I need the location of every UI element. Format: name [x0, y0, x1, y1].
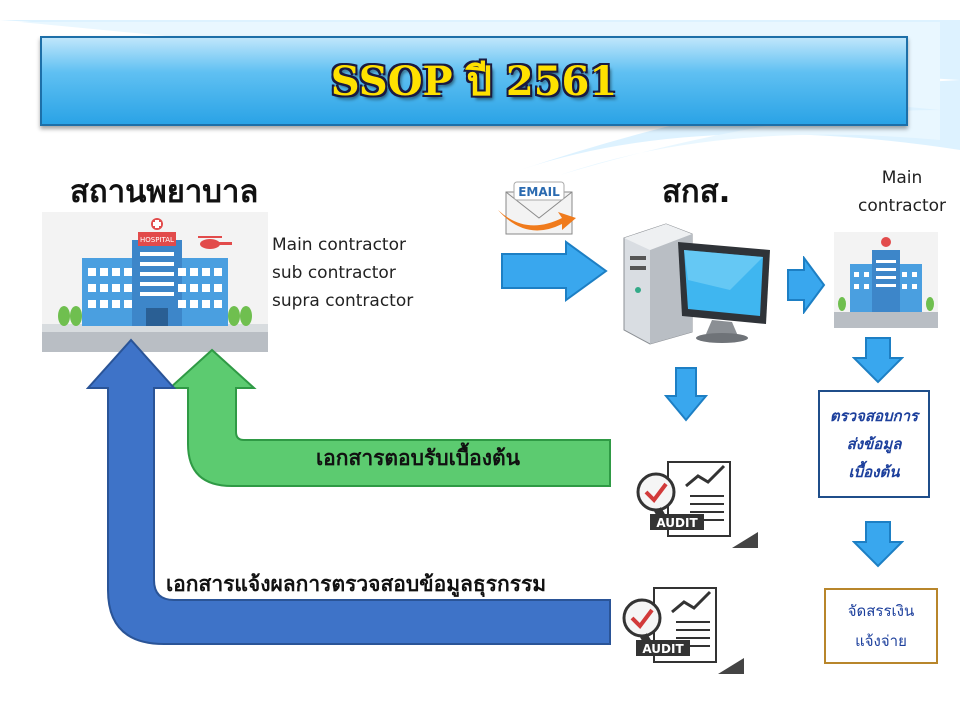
page-title: SSOP ปี 2561: [330, 58, 618, 105]
audit-label: AUDIT: [656, 516, 698, 530]
arrow-computer-down: [664, 367, 708, 422]
result-feedback-label: เอกสารแจ้งผลการตรวจสอบข้อมูลธุรกรรม: [166, 572, 547, 596]
arrow-hospital-to-nhso: [501, 240, 608, 302]
audit-icon: AUDIT: [622, 587, 744, 674]
arrow-contractor-down: [852, 337, 904, 384]
arrow-initial-feedback: [168, 348, 611, 487]
email-label: EMAIL: [518, 185, 560, 199]
main-contractor-hospital-icon: [834, 232, 938, 328]
audit-label: AUDIT: [642, 642, 684, 656]
initial-check-box: ตรวจสอบการ ส่งข้อมูล เบื้องต้น: [818, 390, 930, 498]
hospital-heading: สถานพยาบาล: [70, 174, 259, 210]
initial-feedback-label: เอกสารตอบรับเบื้องต้น: [316, 446, 520, 470]
main-contractor-label: Main contractor: [858, 168, 946, 216]
contractor-type-main: Main contractor: [272, 235, 406, 255]
arrow-result-feedback: [86, 338, 611, 645]
contractor-type-sub: sub contractor: [272, 263, 396, 283]
arrow-check-to-pay: [852, 521, 904, 568]
contractor-type-supra: supra contractor: [272, 291, 414, 311]
nhso-heading: สกส.: [662, 174, 731, 210]
title-banner: SSOP ปี 2561: [40, 36, 908, 126]
payment-box: จัดสรรเงิน แจ้งจ่าย: [824, 588, 938, 664]
audit-icon: AUDIT: [636, 461, 758, 548]
hospital-sign: HOSPITAL: [140, 236, 174, 244]
arrow-nhso-to-contractor: [787, 256, 826, 314]
hospital-icon: HOSPITAL: [42, 212, 268, 352]
contractor-type-list: Main contractor sub contractor supra con…: [272, 231, 413, 315]
computer-icon: [623, 223, 770, 345]
email-icon: EMAIL: [498, 181, 576, 235]
